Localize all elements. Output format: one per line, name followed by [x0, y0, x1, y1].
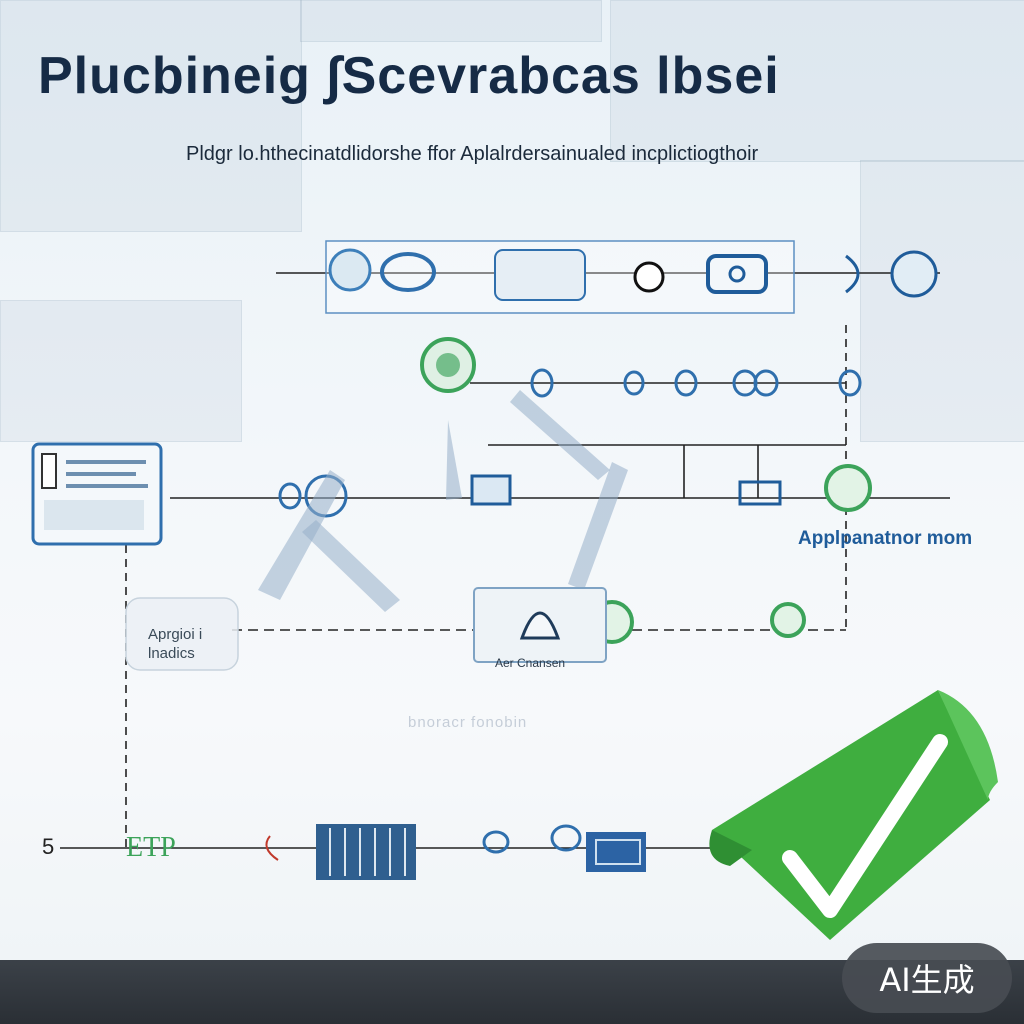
- bg-panel: [300, 0, 602, 42]
- bottom-flow-blocks: [265, 824, 646, 880]
- page-title: Plucbineig ∫Scevrabcas lbsei: [38, 47, 780, 105]
- document-card-icon: [31, 442, 163, 546]
- bg-panel: [0, 300, 242, 442]
- page-subtitle: Pldgr lo.hthecinatdlidorshe ffor Aplalrd…: [186, 143, 759, 165]
- bg-panel: [610, 0, 1024, 162]
- step-number: 5: [42, 834, 55, 859]
- ring-node-icon: [328, 248, 938, 301]
- checkmark-icon: [709, 690, 998, 940]
- card-label-line: Aprgioi i: [148, 626, 203, 643]
- faint-caption: bnoracr fonobin: [408, 714, 528, 731]
- card-label-line: lnadics: [148, 645, 195, 662]
- connector-lines: [60, 272, 950, 849]
- flow-arrows: [258, 390, 628, 612]
- aer-caption: Aer Cnansen: [495, 656, 566, 670]
- applicant-label: Applpanatnor mom: [798, 528, 973, 549]
- bg-panel: [0, 0, 302, 232]
- small-ring-nodes: [278, 368, 862, 854]
- bg-panel: [860, 160, 1024, 442]
- tp-glyph: ETP: [126, 832, 176, 863]
- doc-box-icon: [125, 474, 782, 671]
- ai-generated-badge: AI生成: [842, 943, 1012, 1013]
- card-label: Aprgioi i lnadics: [148, 625, 202, 663]
